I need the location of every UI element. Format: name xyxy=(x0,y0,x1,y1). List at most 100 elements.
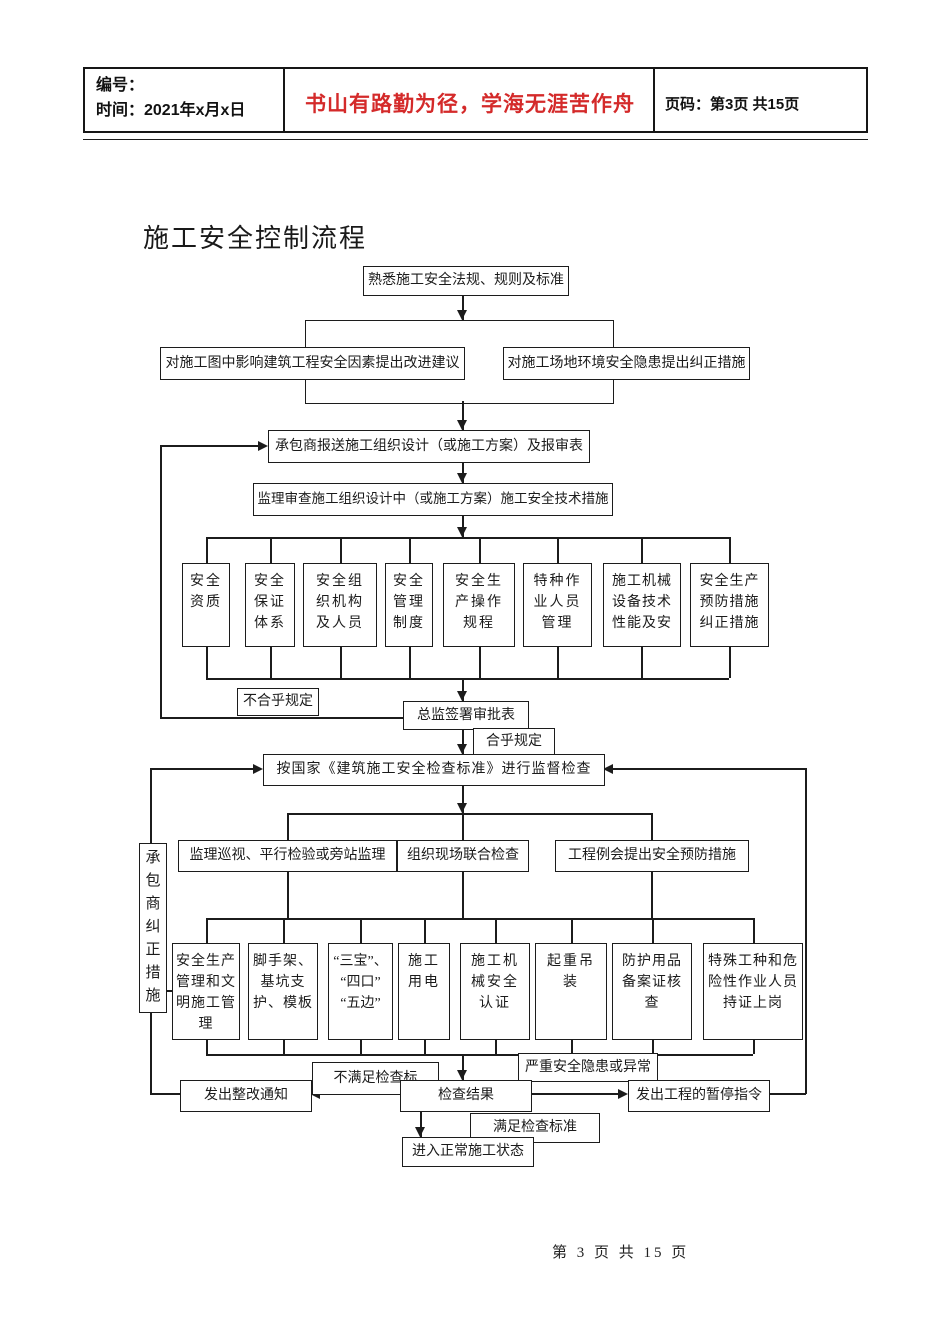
connector xyxy=(805,768,807,1094)
node-issue-suspension-order: 发出工程的暂停指令 xyxy=(628,1080,770,1112)
connector xyxy=(160,445,259,447)
arrowhead xyxy=(457,420,467,430)
connector xyxy=(283,1040,285,1054)
connector xyxy=(409,537,411,563)
connector xyxy=(462,460,464,483)
check-item-machinery-certification: 施工机 械安全 认证 xyxy=(460,943,530,1040)
label-severe-hazard: 严重安全隐患或异常 xyxy=(518,1053,658,1082)
connector xyxy=(206,678,729,680)
connector xyxy=(652,1040,654,1054)
label-not-conforming: 不合乎规定 xyxy=(237,688,319,716)
connector xyxy=(462,870,464,918)
check-item-lifting: 起重吊 装 xyxy=(535,943,607,1040)
connector xyxy=(479,647,481,678)
connector xyxy=(495,918,497,943)
connector xyxy=(270,647,272,678)
connector xyxy=(612,768,805,770)
connector xyxy=(641,647,643,678)
connector xyxy=(340,647,342,678)
header-divider-1 xyxy=(283,67,285,133)
connector xyxy=(462,293,464,320)
connector xyxy=(729,537,731,563)
connector xyxy=(557,537,559,563)
method-project-meeting: 工程例会提出安全预防措施 xyxy=(555,840,749,872)
connector xyxy=(283,918,285,943)
connector xyxy=(206,918,208,943)
connector xyxy=(287,870,289,918)
label-conforming: 合乎规定 xyxy=(473,728,555,755)
check-item-scaffold-formwork: 脚手架、 基坑支 护、模板 xyxy=(248,943,318,1040)
review-item-organization: 安全组 织机构 及人员 xyxy=(303,563,377,647)
connector xyxy=(340,537,342,563)
connector xyxy=(206,537,208,563)
connector xyxy=(424,918,426,943)
node-chief-supervisor-sign: 总监签署审批表 xyxy=(403,701,529,730)
node-familiarize-regulations: 熟悉施工安全法规、规则及标准 xyxy=(363,266,569,296)
header-underline xyxy=(83,139,868,141)
connector xyxy=(462,783,464,813)
connector xyxy=(768,1093,806,1095)
connector xyxy=(462,813,464,840)
header-time-label: 时间：2021年x月x日 xyxy=(96,102,246,119)
connector xyxy=(571,918,573,943)
method-patrol-inspection: 监理巡视、平行检验或旁站监理 xyxy=(178,840,397,872)
check-item-civilized-construction: 安全生产 管理和文 明施工管 理 xyxy=(172,943,240,1040)
connector xyxy=(160,445,162,718)
review-item-assurance-system: 安全 保证 体系 xyxy=(245,563,295,647)
connector xyxy=(206,1054,753,1056)
check-item-protective-equipment: 防护用品 备案证核 查 xyxy=(612,943,692,1040)
check-item-site-electricity: 施工 用电 xyxy=(398,943,450,1040)
header-table xyxy=(83,67,868,133)
connector xyxy=(557,647,559,678)
connector xyxy=(206,537,729,539)
arrowhead xyxy=(457,691,467,701)
connector xyxy=(495,1040,497,1054)
arrowhead xyxy=(603,764,613,774)
connector xyxy=(424,1040,426,1054)
connector xyxy=(652,918,654,943)
arrowhead xyxy=(457,527,467,537)
connector xyxy=(206,647,208,678)
node-drawing-improvement: 对施工图中影响建筑工程安全因素提出改进建议 xyxy=(160,347,465,380)
connector xyxy=(462,401,464,430)
connector xyxy=(651,813,653,840)
connector xyxy=(150,768,254,770)
connector xyxy=(651,870,653,918)
review-item-machinery: 施工机械 设备技术 性能及安 xyxy=(603,563,681,647)
connector xyxy=(360,918,362,943)
arrowhead xyxy=(457,744,467,754)
connector xyxy=(420,1110,422,1137)
arrowhead xyxy=(253,764,263,774)
header-number-label: 编号： xyxy=(96,77,145,94)
connector xyxy=(729,647,731,678)
connector xyxy=(462,678,464,701)
arrowhead xyxy=(457,473,467,483)
node-supervisor-review: 监理审查施工组织设计中（或施工方案）施工安全技术措施 xyxy=(253,483,613,516)
label-meet-standard: 满足检查标准 xyxy=(470,1113,600,1143)
connector xyxy=(479,537,481,563)
connector xyxy=(641,537,643,563)
review-item-management-rules: 安全 管理 制度 xyxy=(385,563,433,647)
check-item-three-treasures: “三宝”、 “四口” “五边” xyxy=(328,943,393,1040)
connector xyxy=(160,717,403,719)
connector xyxy=(530,1093,619,1095)
method-joint-site-check: 组织现场联合检查 xyxy=(397,840,529,872)
footer-page-number: 第 3 页 共 15 页 xyxy=(552,1245,690,1261)
label-contractor-correction: 承 包 商 纠 正 措 施 xyxy=(139,843,167,1013)
connector xyxy=(206,1040,208,1054)
connector xyxy=(753,1040,755,1054)
connector xyxy=(287,813,652,815)
connector xyxy=(150,1093,181,1095)
review-item-prevention-measures: 安全生产 预防措施 纠正措施 xyxy=(690,563,769,647)
check-item-special-workers-certified: 特殊工种和危 险性作业人员 持证上岗 xyxy=(703,943,803,1040)
connector xyxy=(206,918,753,920)
node-national-standard-check: 按国家《建筑施工安全检查标准》进行监督检查 xyxy=(263,754,605,786)
review-item-qualification: 安全 资质 xyxy=(182,563,230,647)
connector xyxy=(462,513,464,537)
node-issue-rectification-notice: 发出整改通知 xyxy=(180,1080,312,1112)
connector xyxy=(287,813,289,840)
arrowhead xyxy=(415,1127,425,1137)
header-slogan: 书山有路勤为径，学海无涯苦作舟 xyxy=(305,93,635,116)
node-normal-construction-state: 进入正常施工状态 xyxy=(402,1137,534,1167)
